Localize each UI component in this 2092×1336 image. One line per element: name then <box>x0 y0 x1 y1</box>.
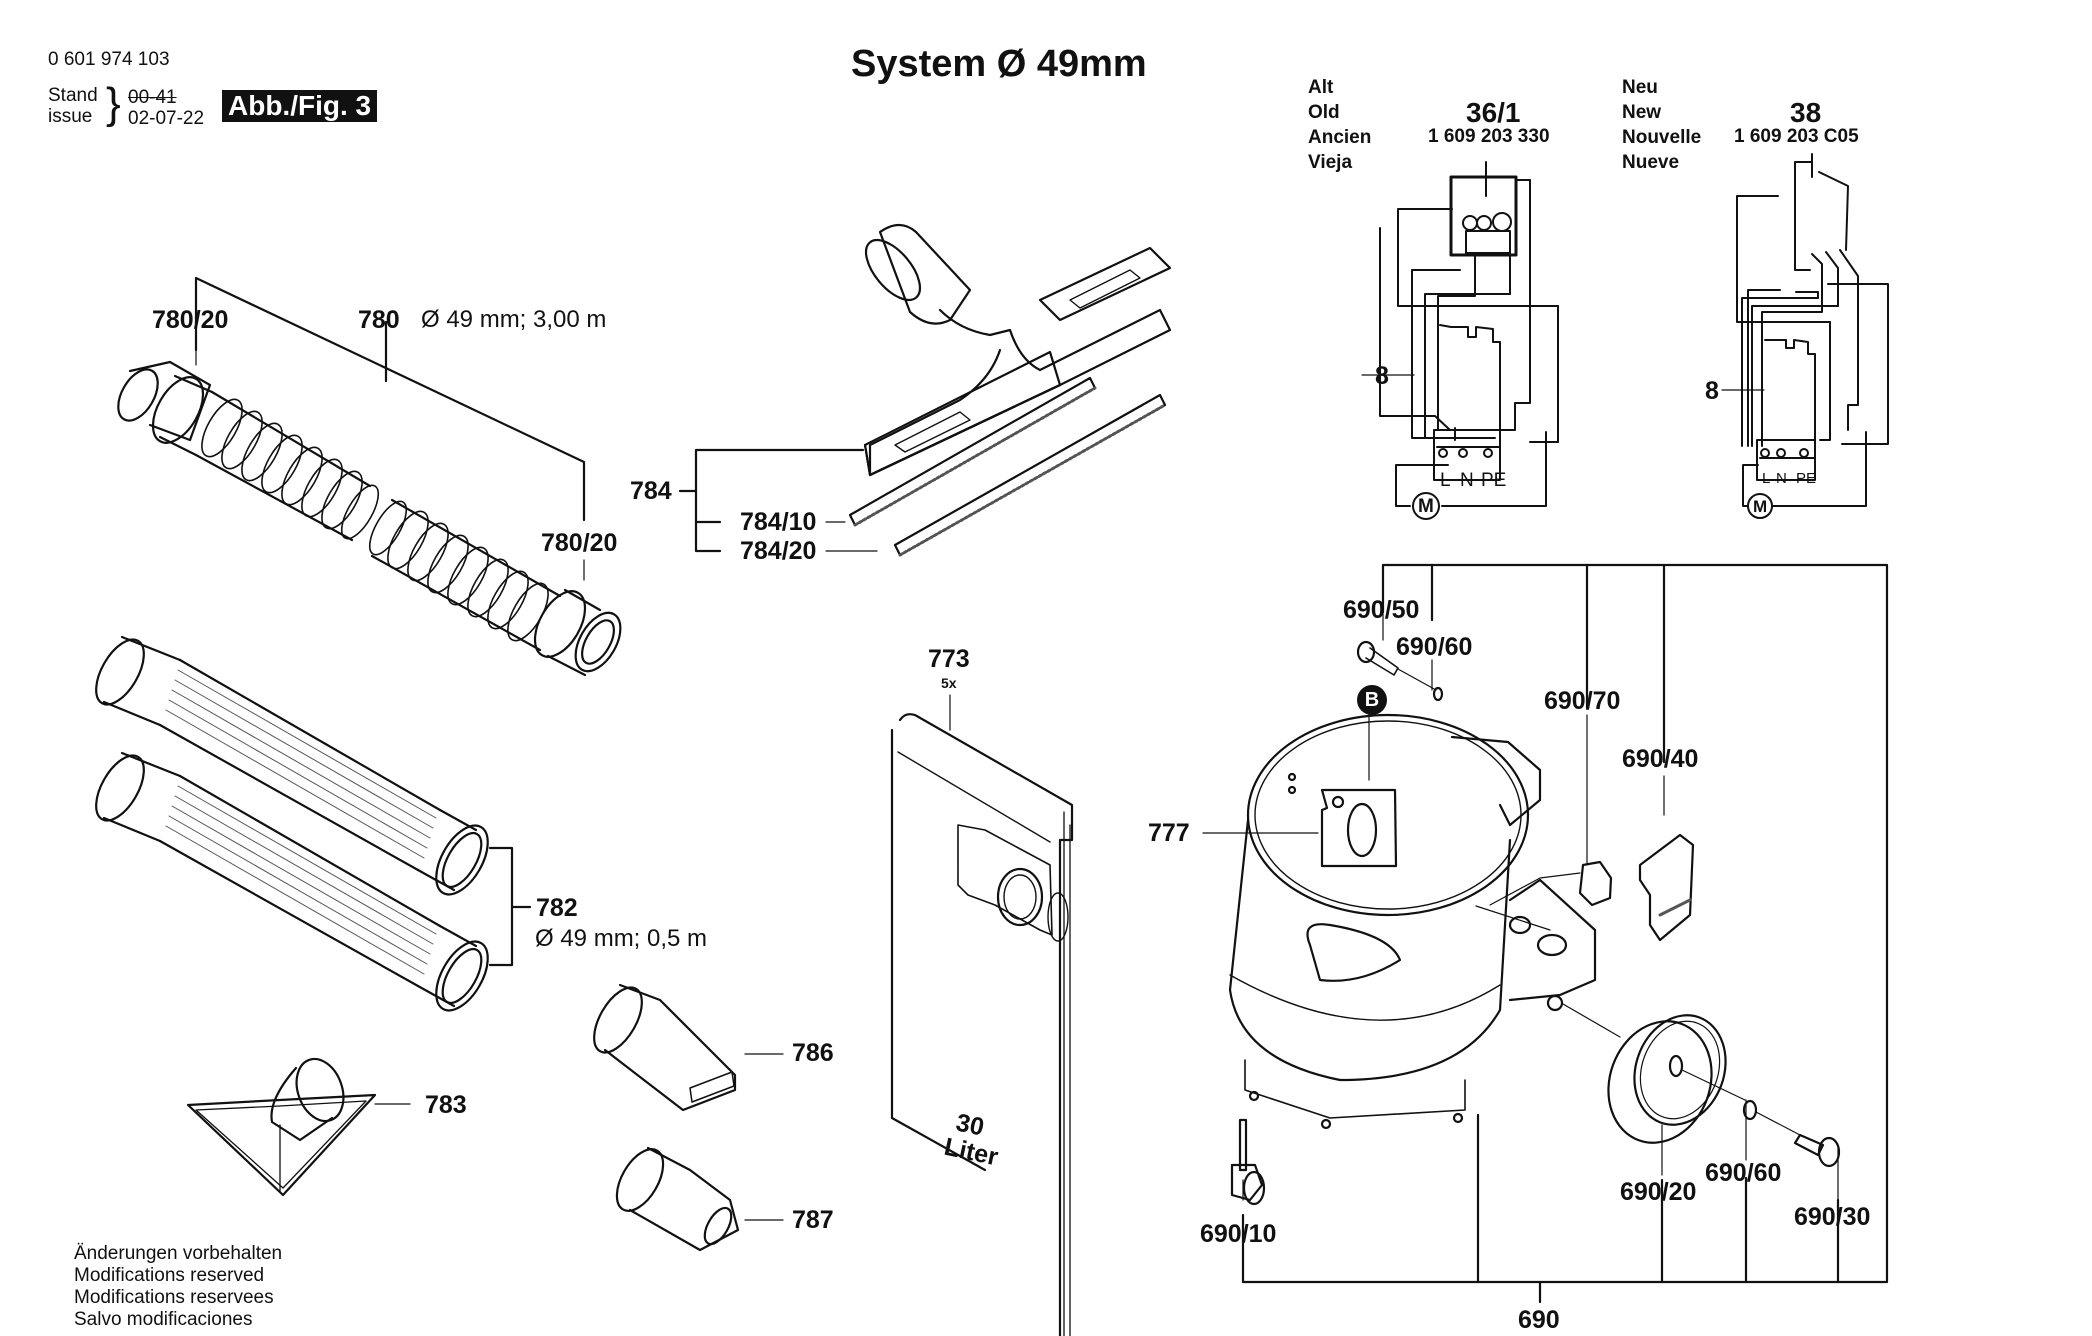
callout-780-20-left[interactable]: 780/20 <box>152 306 229 334</box>
notice-line-es: Salvo modificaciones <box>74 1309 253 1330</box>
floor-nozzle-leader-lines <box>678 448 878 553</box>
callout-690-40[interactable]: 690/40 <box>1622 745 1699 773</box>
callout-787[interactable]: 787 <box>792 1206 834 1234</box>
notice-line-de: Änderungen vorbehalten <box>74 1243 283 1264</box>
floor-nozzle-drawing <box>863 223 1172 477</box>
callout-780-20-right[interactable]: 780/20 <box>541 529 618 557</box>
figure-badge: Abb./Fig. 3 <box>222 90 378 122</box>
callout-690[interactable]: 690 <box>1518 1306 1560 1334</box>
hardware-drawing <box>1356 640 1695 942</box>
container-assembly-frame <box>1202 563 1889 1304</box>
legend-line: Nouvelle <box>1622 127 1702 148</box>
suction-hose-drawing <box>117 360 622 677</box>
hose-spec: Ø 49 mm; 3,00 m <box>421 306 607 333</box>
callout-773[interactable]: 773 <box>928 645 970 673</box>
legend-line: Alt <box>1308 77 1334 98</box>
tube-spec: Ø 49 mm; 0,5 m <box>535 925 708 952</box>
page-title: System Ø 49mm <box>851 43 1147 85</box>
flat-nozzle-drawing <box>593 983 784 1112</box>
stand-label: Stand <box>48 85 98 106</box>
legend-line: Vieja <box>1308 152 1353 173</box>
brace-glyph: } <box>106 79 121 128</box>
filter-bag-qty: 5x <box>941 675 957 691</box>
wiring-new-legend: Neu New Nouvelle Nueve <box>1622 75 1701 175</box>
wiring-diagram-new <box>1721 153 1889 519</box>
notice-line-fr: Modifications reservees <box>74 1287 274 1308</box>
callout-786[interactable]: 786 <box>792 1039 834 1067</box>
legend-line: Ancien <box>1308 127 1372 148</box>
callout-783[interactable]: 783 <box>425 1091 467 1119</box>
terminal-n: N <box>1460 470 1474 491</box>
bag-plate-drawing <box>1320 788 1398 868</box>
callout-690-50[interactable]: 690/50 <box>1343 596 1420 624</box>
callout-690-20[interactable]: 690/20 <box>1620 1178 1697 1206</box>
legend-line: Neu <box>1622 77 1658 98</box>
callout-784-10[interactable]: 784/10 <box>740 508 817 536</box>
wiring-new-item: 8 <box>1705 377 1719 405</box>
modifications-notice: Änderungen vorbehalten Modifications res… <box>74 1243 282 1331</box>
legend-line: Old <box>1308 102 1340 123</box>
motor-icon: M <box>1753 497 1768 516</box>
terminal-l: L <box>1440 470 1451 491</box>
marker-b-badge: B <box>1357 685 1387 715</box>
filter-bag-drawing <box>890 694 1074 1336</box>
wiring-old-legend: Alt Old Ancien Vieja <box>1308 75 1371 175</box>
issue-date: 02-07-22 <box>128 108 205 129</box>
motor-icon: M <box>1418 496 1434 517</box>
wiring-old-item: 8 <box>1375 362 1389 390</box>
wiring-old-part: 1 609 203 330 <box>1428 126 1550 147</box>
legend-line: New <box>1622 102 1662 123</box>
callout-784[interactable]: 784 <box>630 477 672 505</box>
legend-line: Nueve <box>1622 152 1680 173</box>
notice-line-en: Modifications reserved <box>74 1265 265 1286</box>
brush-strips-drawing <box>848 376 1167 557</box>
callout-782[interactable]: 782 <box>536 894 578 922</box>
terminal-pe: PE <box>1796 470 1817 487</box>
callout-690-60-bottom[interactable]: 690/60 <box>1705 1159 1782 1187</box>
wiring-old-number: 36/1 <box>1466 97 1521 128</box>
callout-690-60-top[interactable]: 690/60 <box>1396 633 1473 661</box>
wiring-new-number: 38 <box>1790 97 1822 128</box>
tubes-leader-lines <box>488 846 532 967</box>
callout-780[interactable]: 780 <box>358 306 400 334</box>
terminal-n: N <box>1776 470 1787 487</box>
wiring-new-part: 1 609 203 C05 <box>1734 126 1859 147</box>
terminal-pe: PE <box>1481 470 1507 491</box>
adapter-drawing <box>615 1146 784 1252</box>
caster-drawing <box>1230 1118 1266 1206</box>
wiring-diagram-old <box>1361 161 1559 520</box>
issue-label: issue <box>48 106 93 127</box>
extension-tubes-drawing <box>95 635 489 1012</box>
callout-690-70[interactable]: 690/70 <box>1544 687 1621 715</box>
callout-690-10[interactable]: 690/10 <box>1200 1220 1277 1248</box>
container-drawing <box>1228 713 1597 1130</box>
stand-old-date: 00-41 <box>128 87 177 108</box>
terminal-l: L <box>1762 470 1771 487</box>
callout-690-30[interactable]: 690/30 <box>1794 1203 1871 1231</box>
hose-leader-lines <box>194 276 586 581</box>
corner-nozzle-drawing <box>186 1057 411 1197</box>
callout-777[interactable]: 777 <box>1148 819 1190 847</box>
wheel-drawing <box>1562 1003 1841 1168</box>
callout-784-20[interactable]: 784/20 <box>740 537 817 565</box>
part-number: 0 601 974 103 <box>48 49 170 70</box>
